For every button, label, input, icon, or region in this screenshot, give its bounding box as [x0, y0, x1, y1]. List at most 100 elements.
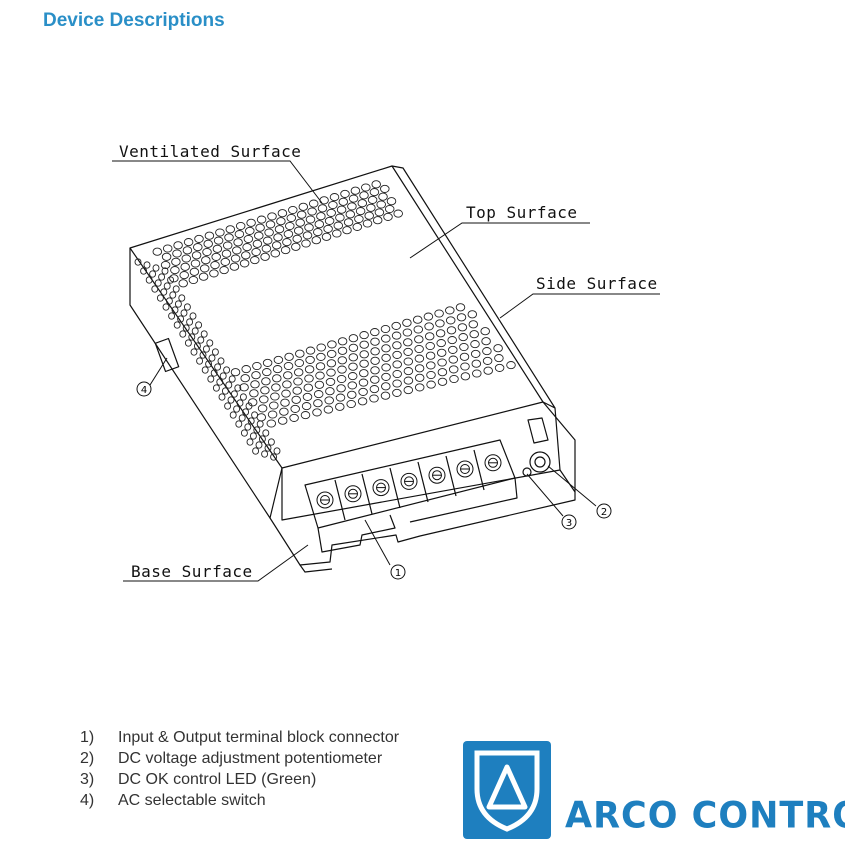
legend-item: 3)DC OK control LED (Green)	[80, 771, 317, 788]
vent-hole	[282, 380, 292, 389]
vent-hole	[259, 395, 269, 404]
side-vent-hole	[221, 387, 229, 395]
vent-hole	[257, 404, 268, 413]
vent-hole	[234, 230, 245, 239]
vent-hole	[269, 401, 279, 410]
vent-hole	[371, 180, 381, 189]
side-vent-hole	[193, 342, 201, 350]
vent-hole	[178, 279, 188, 288]
leader-base	[123, 544, 309, 582]
vent-hole	[449, 374, 459, 384]
svg-text:3: 3	[566, 518, 572, 529]
vent-hole	[305, 215, 316, 224]
legend-item: 2)DC voltage adjustment potentiometer	[80, 750, 383, 767]
vent-hole	[296, 210, 307, 219]
vent-hole	[347, 390, 357, 399]
side-vent-hole	[163, 282, 171, 290]
vent-hole	[343, 218, 354, 227]
vent-hole	[348, 194, 359, 203]
vent-hole	[267, 410, 278, 419]
terminal-screw	[400, 472, 418, 490]
vent-hole	[292, 386, 302, 395]
vent-hole	[392, 379, 402, 388]
vent-hole	[424, 332, 435, 341]
side-vent-hole	[140, 267, 148, 275]
vent-hole	[202, 247, 212, 257]
side-vent-hole	[244, 423, 252, 431]
vent-hole	[172, 249, 182, 258]
vent-hole	[402, 318, 412, 327]
vent-hole	[426, 370, 436, 380]
side-vent-hole	[184, 339, 192, 347]
vent-hole	[245, 226, 255, 235]
vent-hole	[326, 208, 336, 217]
side-vent-hole	[214, 363, 222, 371]
vent-hole	[283, 371, 293, 380]
vent-hole	[183, 238, 194, 247]
vent-hole	[437, 358, 447, 367]
vent-hole	[283, 361, 294, 371]
vent-hole	[314, 220, 325, 229]
side-vent-hole	[267, 438, 275, 446]
vent-hole	[188, 275, 199, 285]
side-vent-hole	[172, 285, 180, 293]
vent-hole	[313, 228, 323, 237]
vent-hole	[357, 199, 368, 208]
vent-hole	[213, 236, 224, 245]
side-vent-hole	[223, 366, 231, 374]
vent-hole	[445, 306, 455, 315]
vent-hole	[262, 236, 273, 245]
vent-hole	[423, 312, 434, 321]
side-vent-hole	[186, 318, 194, 326]
vent-hole	[271, 383, 281, 392]
vent-hole	[315, 362, 326, 371]
side-vent-hole	[206, 339, 214, 347]
terminal-screw-head	[348, 488, 358, 499]
vent-hole	[232, 246, 242, 255]
vent-hole	[288, 205, 298, 215]
vent-hole	[256, 413, 267, 422]
vent-hole	[457, 323, 468, 332]
vent-hole	[470, 349, 481, 358]
vent-hole	[347, 202, 357, 211]
vent-hole	[414, 344, 424, 354]
vent-hole	[359, 369, 369, 378]
vent-hole	[169, 274, 179, 283]
vent-hole	[162, 244, 173, 253]
vent-hole	[325, 387, 335, 396]
vent-hole	[403, 367, 414, 376]
vent-hole	[381, 363, 391, 372]
vent-hole	[298, 202, 309, 211]
vent-hole	[261, 377, 271, 386]
side-vent-hole	[143, 261, 151, 269]
vent-hole	[326, 368, 336, 377]
vent-hole	[470, 340, 480, 349]
vent-hole	[494, 363, 505, 372]
vent-hole	[152, 247, 163, 256]
vent-hole	[367, 195, 378, 204]
side-vent-hole	[258, 435, 266, 443]
vent-hole	[191, 251, 202, 260]
vent-hole	[241, 365, 251, 374]
vent-hole	[383, 212, 393, 221]
vent-hole	[295, 349, 305, 358]
vent-hole	[271, 241, 282, 250]
vent-hole	[436, 348, 447, 357]
vent-hole	[293, 377, 303, 386]
vent-hole	[414, 383, 425, 392]
vent-hole	[222, 241, 233, 250]
vent-hole	[483, 366, 493, 375]
callout-2: 2	[596, 503, 612, 519]
legend-list: 1)Input & Output terminal block connecto…	[80, 727, 399, 811]
vent-hole	[247, 398, 258, 407]
side-vent-hole	[162, 303, 170, 311]
vent-hole	[342, 226, 352, 235]
vent-hole	[262, 368, 272, 377]
vent-hole	[193, 243, 203, 252]
side-vent-hole	[256, 420, 264, 428]
vent-hole	[347, 372, 358, 381]
vent-hole	[219, 266, 229, 275]
vent-hole	[326, 359, 337, 368]
vent-hole	[414, 354, 425, 363]
vent-hole	[305, 355, 315, 364]
